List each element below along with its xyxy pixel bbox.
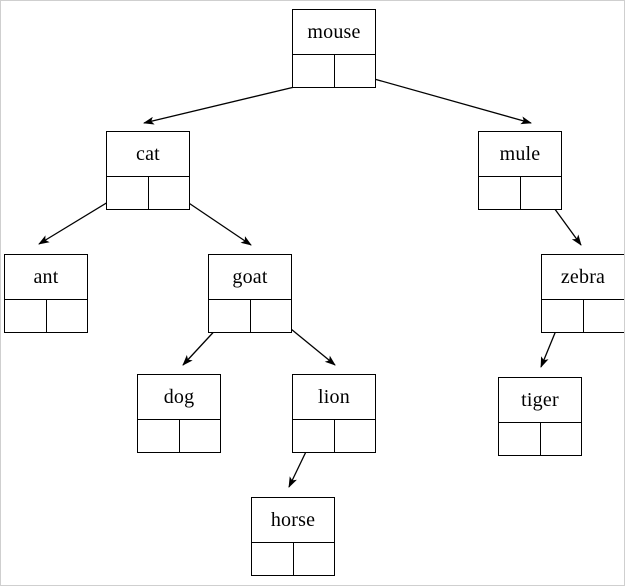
tree-node-tiger[interactable]: tiger — [498, 377, 582, 456]
node-left-pointer-lion[interactable] — [293, 420, 335, 452]
node-pointers-goat — [209, 300, 291, 332]
node-right-pointer-zebra[interactable] — [584, 300, 625, 332]
node-pointers-cat — [107, 177, 189, 209]
tree-node-mule[interactable]: mule — [478, 131, 562, 210]
edge-mouse-right-to-mule — [352, 72, 532, 125]
node-label-tiger: tiger — [499, 378, 581, 423]
node-right-pointer-dog[interactable] — [180, 420, 221, 452]
node-label-horse: horse — [252, 498, 334, 543]
tree-node-goat[interactable]: goat — [208, 254, 292, 333]
node-left-pointer-tiger[interactable] — [499, 423, 541, 455]
node-right-pointer-lion[interactable] — [335, 420, 376, 452]
node-right-pointer-mule[interactable] — [521, 177, 562, 209]
tree-node-dog[interactable]: dog — [137, 374, 221, 453]
node-left-pointer-zebra[interactable] — [542, 300, 584, 332]
node-right-pointer-goat[interactable] — [251, 300, 292, 332]
node-left-pointer-goat[interactable] — [209, 300, 251, 332]
tree-node-zebra[interactable]: zebra — [541, 254, 624, 333]
node-label-mule: mule — [479, 132, 561, 177]
node-pointers-mule — [479, 177, 561, 209]
node-left-pointer-mule[interactable] — [479, 177, 521, 209]
node-right-pointer-ant[interactable] — [47, 300, 88, 332]
node-right-pointer-mouse[interactable] — [335, 55, 376, 87]
node-left-pointer-ant[interactable] — [5, 300, 47, 332]
node-label-ant: ant — [5, 255, 87, 300]
node-label-lion: lion — [293, 375, 375, 420]
tree-node-lion[interactable]: lion — [292, 374, 376, 453]
tree-node-horse[interactable]: horse — [251, 497, 335, 576]
node-left-pointer-mouse[interactable] — [293, 55, 335, 87]
node-pointers-tiger — [499, 423, 581, 455]
node-left-pointer-dog[interactable] — [138, 420, 180, 452]
node-right-pointer-tiger[interactable] — [541, 423, 582, 455]
node-right-pointer-cat[interactable] — [149, 177, 190, 209]
node-label-dog: dog — [138, 375, 220, 420]
node-right-pointer-horse[interactable] — [294, 543, 335, 575]
node-left-pointer-cat[interactable] — [107, 177, 149, 209]
tree-node-mouse[interactable]: mouse — [292, 9, 376, 88]
node-label-cat: cat — [107, 132, 189, 177]
node-label-mouse: mouse — [293, 10, 375, 55]
node-pointers-horse — [252, 543, 334, 575]
node-pointers-zebra — [542, 300, 624, 332]
tree-node-cat[interactable]: cat — [106, 131, 190, 210]
node-label-zebra: zebra — [542, 255, 624, 300]
node-label-goat: goat — [209, 255, 291, 300]
node-pointers-dog — [138, 420, 220, 452]
node-left-pointer-horse[interactable] — [252, 543, 294, 575]
node-pointers-mouse — [293, 55, 375, 87]
node-pointers-ant — [5, 300, 87, 332]
node-pointers-lion — [293, 420, 375, 452]
tree-node-ant[interactable]: ant — [4, 254, 88, 333]
